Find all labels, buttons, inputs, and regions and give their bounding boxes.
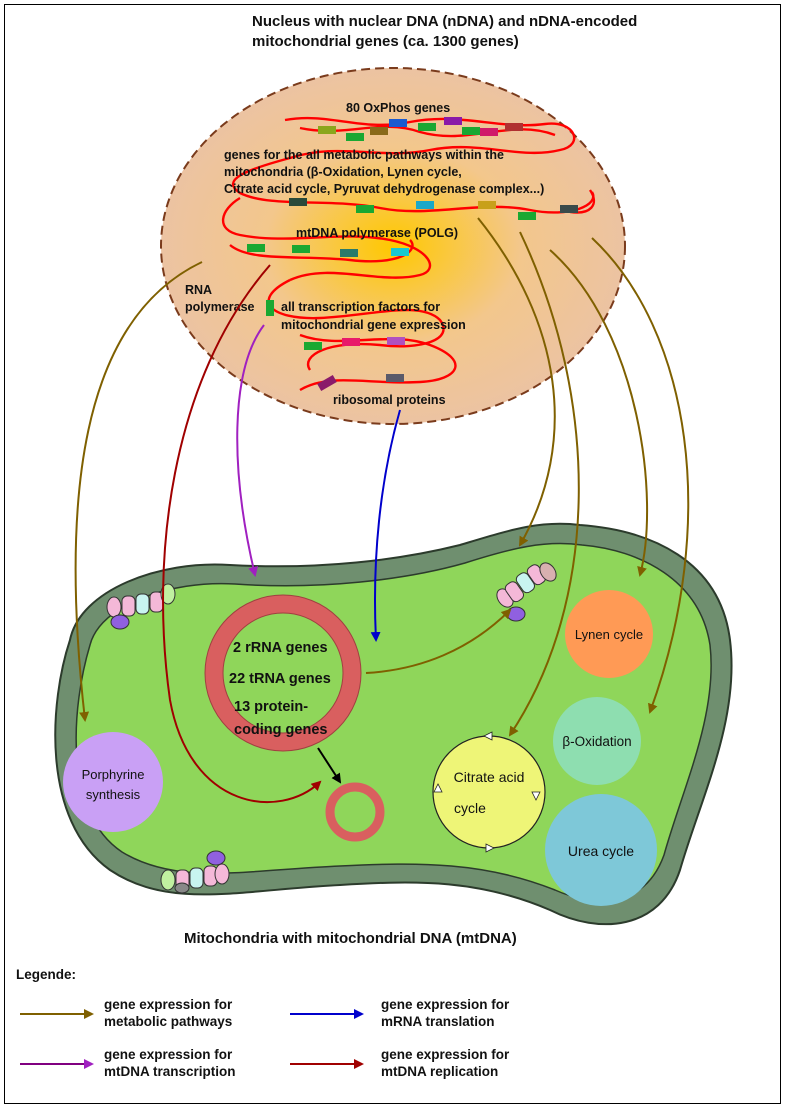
citrate-cycle-label-line2: cycle — [454, 800, 486, 816]
porphyrine-circle — [63, 732, 163, 832]
legend-transcription-line2: mtDNA transcription — [104, 1064, 236, 1079]
mtdna-ring-small — [325, 782, 385, 842]
legend-transcription-line1: gene expression for — [104, 1047, 233, 1062]
legend-metabolic-line2: metabolic pathways — [104, 1014, 233, 1029]
citrate-cycle-label-line1: Citrate acid — [454, 769, 525, 785]
transcription-factors-label-line2: mitochondrial gene expression — [281, 318, 466, 332]
porphyrine-label-line2: synthesis — [86, 787, 141, 802]
mtdna-trna-label: 22 tRNA genes — [229, 671, 331, 687]
oxphos-label: 80 OxPhos genes — [346, 101, 450, 115]
mtdna-ring-large — [205, 595, 361, 751]
mtdna-protein-label-line2: coding genes — [234, 722, 327, 738]
membrane-complex-left — [106, 583, 176, 630]
metabolic-label-line3: Citrate acid cycle, Pyruvat dehydrogenas… — [224, 182, 544, 196]
urea-cycle-label: Urea cycle — [568, 843, 634, 859]
gene-blocks — [247, 117, 578, 391]
nucleus — [160, 67, 626, 425]
metabolic-arrows — [74, 217, 690, 737]
mtdna-rrna-label: 2 rRNA genes — [233, 640, 328, 656]
legend-metabolic-line1: gene expression for — [104, 997, 233, 1012]
porphyrine-label-line1: Porphyrine — [82, 767, 145, 782]
lynen-cycle-circle — [565, 590, 653, 678]
diagram-frame — [4, 4, 781, 1104]
membrane-complex-right — [496, 562, 557, 622]
citrate-cycle-circle — [432, 735, 546, 849]
rna-polymerase-label-line2: polymerase — [185, 300, 255, 314]
rna-polymerase-label-line1: RNA — [185, 283, 212, 297]
replication-arrow — [162, 264, 322, 804]
transcription-factors-label-line1: all transcription factors for — [281, 300, 440, 314]
urea-cycle-circle — [545, 794, 657, 906]
lynen-cycle-label: Lynen cycle — [575, 627, 643, 642]
metabolic-label-line2: mitochondria (β-Oxidation, Lynen cycle, — [224, 165, 462, 179]
mtdna-protein-label-line1: 13 protein- — [234, 699, 308, 715]
legend-translation-line2: mRNA translation — [381, 1014, 495, 1029]
mitochondria-title: Mitochondria with mitochondrial DNA (mtD… — [184, 930, 517, 947]
translation-arrow — [370, 409, 401, 642]
legend-title: Legende: — [16, 967, 77, 982]
membrane-complex-bottom — [160, 850, 230, 894]
legend-arrows — [20, 1009, 364, 1069]
beta-oxidation-label: β-Oxidation — [562, 734, 631, 749]
legend-replication-line2: mtDNA replication — [381, 1064, 499, 1079]
legend-replication-line1: gene expression for — [381, 1047, 510, 1062]
ribosomal-proteins-label: ribosomal proteins — [333, 393, 446, 407]
beta-oxidation-circle — [553, 697, 641, 785]
transcription-arrow — [236, 324, 265, 577]
replication-product-arrow — [317, 747, 342, 784]
citrate-cycle-arrows — [433, 731, 541, 853]
metabolic-label-line1: genes for the all metabolic pathways wit… — [224, 148, 504, 162]
nucleus-title-line2: mitochondrial genes (ca. 1300 genes) — [252, 33, 519, 50]
polg-label: mtDNA polymerase (POLG) — [296, 226, 458, 240]
legend-translation-line1: gene expression for — [381, 997, 510, 1012]
nucleus-title-line1: Nucleus with nuclear DNA (nDNA) and nDNA… — [252, 13, 638, 30]
